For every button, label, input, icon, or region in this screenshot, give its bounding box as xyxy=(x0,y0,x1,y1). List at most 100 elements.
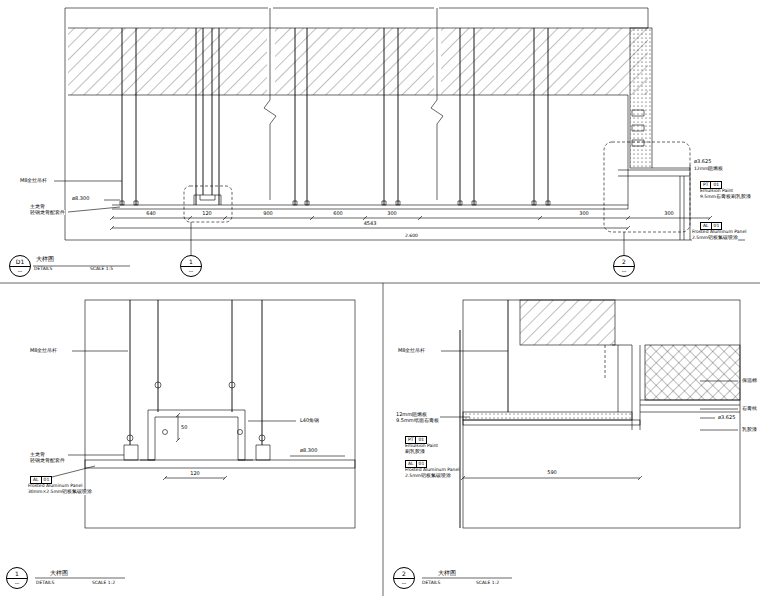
dimension-text: ø3.625 xyxy=(694,159,711,164)
detail-two-line xyxy=(440,351,738,430)
dimension-text: 640 xyxy=(146,211,156,216)
ceiling-section-line xyxy=(275,28,434,95)
ceiling-section-line xyxy=(630,28,652,168)
detail-one-line xyxy=(238,430,243,435)
annotation-text: M8全丝吊杆 xyxy=(398,348,426,353)
annotation-text: 轻钢龙骨配套件 xyxy=(30,210,65,215)
ceiling-section xyxy=(0,8,760,596)
annotation-text: 保温棉 xyxy=(742,378,757,383)
ceiling-section-line xyxy=(191,222,624,255)
detail-two-line xyxy=(645,345,740,400)
detail-one-line xyxy=(148,410,245,460)
callout-number: -- xyxy=(15,580,19,586)
detail-one-line xyxy=(229,382,235,388)
detail-one xyxy=(35,300,355,578)
detail-one-line xyxy=(155,382,161,388)
annotation-text: 9.5mm纸面石膏板 xyxy=(396,418,439,423)
circle-divider xyxy=(7,578,27,579)
dimension-text: 2.600 xyxy=(405,234,418,239)
annotation-text: L40角钢 xyxy=(300,418,319,423)
tag-code: 01 xyxy=(710,182,721,188)
tag-code: 01 xyxy=(415,437,426,443)
callout-circle: 2 -- xyxy=(393,567,415,589)
ceiling-section-line xyxy=(604,142,690,232)
circle-divider xyxy=(10,266,30,267)
detail-two-line xyxy=(520,300,615,345)
ceiling-section-line xyxy=(264,8,443,200)
detail-one-line xyxy=(85,300,355,528)
dimension-text: 600 xyxy=(333,211,343,216)
ceiling-section-line xyxy=(441,28,648,95)
circle-divider xyxy=(394,578,414,579)
annotation-text: Emulsion Paint xyxy=(405,444,438,449)
annotation-text: 12mm阻燃板 xyxy=(694,167,724,172)
callout-circle: 2-- xyxy=(613,255,635,277)
detail-one-line xyxy=(130,300,262,445)
ceiling-section-line xyxy=(194,195,221,205)
annotation-text: Frosted Aluminum Panel xyxy=(28,484,82,489)
material-tag: AL01 xyxy=(405,460,427,468)
annotation-text: DETAILS xyxy=(34,267,52,272)
detail-two xyxy=(422,300,740,578)
circle-divider xyxy=(181,266,201,267)
tag-code: 01 xyxy=(416,461,427,467)
ceiling-section-line xyxy=(122,28,548,205)
annotation-text: 12mm阻燃板 xyxy=(396,412,427,417)
annotation-text: M8全丝吊杆 xyxy=(30,348,58,353)
circle-divider xyxy=(614,266,634,267)
annotation-text: 大样图 xyxy=(36,256,54,262)
tag-code: AL xyxy=(406,461,416,467)
dimension-text: 300 xyxy=(664,211,674,216)
callout-circle: 1-- xyxy=(180,255,202,277)
annotation-text: SCALE 1:2 xyxy=(92,581,115,586)
annotation-text: Frosted Aluminum Panel xyxy=(405,468,459,473)
callout-number: 2 xyxy=(622,259,626,265)
annotation-text: SCALE 1:5 xyxy=(90,267,113,272)
callout-number: -- xyxy=(402,580,406,586)
annotation-text: 大样图 xyxy=(438,570,456,576)
detail-one-line xyxy=(85,460,355,468)
detail-one-line xyxy=(163,430,168,435)
detail-two-line xyxy=(461,476,642,480)
annotation-text: 石膏线 xyxy=(742,406,757,411)
annotation-text: 大样图 xyxy=(50,570,68,576)
material-tag: AL01 xyxy=(30,476,52,484)
annotation-text: SCALE 1:2 xyxy=(476,581,499,586)
tag-code: PT xyxy=(406,437,415,443)
callout-number: 1 xyxy=(189,259,193,265)
dimension-text: 300 xyxy=(387,211,397,216)
detail-two-line xyxy=(463,412,632,420)
dimension-text: ø3.625 xyxy=(718,415,735,420)
annotation-text: 轻钢龙骨配套件 xyxy=(30,458,65,463)
callout-number: D1 xyxy=(16,259,24,265)
ceiling-section-line xyxy=(54,181,122,212)
detail-one-line xyxy=(163,413,227,480)
detail-two-line xyxy=(463,420,640,425)
tag-code: 01 xyxy=(41,477,52,483)
annotation-text: Frosted Aluminum Panel xyxy=(692,230,746,235)
tag-code: PT xyxy=(701,182,710,188)
material-tag: PT01 xyxy=(405,436,427,444)
dimension-text: ø8.300 xyxy=(72,196,89,201)
ceiling-section-line xyxy=(112,218,710,228)
callout-circle: 1-- xyxy=(6,567,28,589)
dimension-text: 120 xyxy=(190,471,200,476)
tag-code: AL xyxy=(31,477,41,483)
detail-one-line xyxy=(124,445,270,460)
dimension-text: 50 xyxy=(181,425,187,430)
dimension-text: 120 xyxy=(202,211,212,216)
annotation-text: 2.5mm铝板氟碳喷涂 xyxy=(405,474,451,479)
callout-number: 2 xyxy=(402,571,406,577)
dimension-text: 4543 xyxy=(364,221,377,226)
dimension-text: 590 xyxy=(547,470,557,475)
dimension-text: 900 xyxy=(263,211,273,216)
dimension-text: 300 xyxy=(579,211,589,216)
tag-code: 01 xyxy=(711,223,722,229)
ceiling-section-line xyxy=(65,8,745,240)
material-tag: AL01 xyxy=(700,222,722,230)
detail-two-line xyxy=(463,300,740,528)
ceiling-section-line xyxy=(632,110,644,146)
detail-two-line xyxy=(422,578,512,579)
callout-circle: D1-- xyxy=(9,255,31,277)
detail-one-line xyxy=(127,435,133,441)
